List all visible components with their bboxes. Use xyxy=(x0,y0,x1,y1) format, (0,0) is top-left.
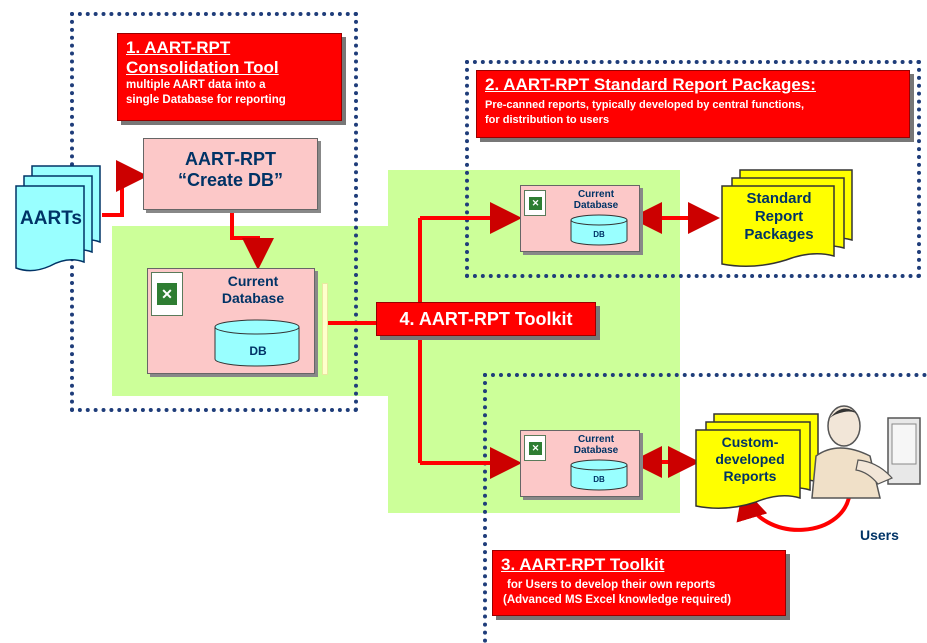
connector-layer xyxy=(102,160,852,532)
custom-reports-docs: Custom- developed Reports xyxy=(694,412,824,512)
current-db-top-label-2: Database xyxy=(573,200,619,211)
current-db-top-label-1: Current xyxy=(577,189,615,200)
excel-icon: ✕ xyxy=(524,190,546,216)
current-db-bottom-label-1: Current xyxy=(577,434,615,445)
standard-packages-label-3: Packages xyxy=(744,226,814,243)
standard-packages-label-2: Report xyxy=(754,208,804,225)
users-toolkit-title: 3. AART-RPT Toolkit xyxy=(501,555,665,574)
arrow-users-to-reports xyxy=(736,487,852,532)
db-cylinder-icon xyxy=(570,459,628,491)
users-label: Users xyxy=(860,527,899,543)
create-db-line1: AART-RPT xyxy=(185,149,276,169)
current-db-label-1: Current xyxy=(227,273,279,289)
standard-packages-desc2: for distribution to users xyxy=(485,114,610,126)
toolkit-users-boundary xyxy=(483,373,927,643)
create-db-line2: “Create DB” xyxy=(177,170,284,190)
consolidation-tool-box: 1. AART-RPT Consolidation Tool multiple … xyxy=(117,33,342,121)
arrow-createdb-to-current-db xyxy=(230,210,274,270)
standard-packages-label-1: Standard xyxy=(746,190,812,207)
consolidation-title-line2: Consolidation Tool xyxy=(126,58,279,77)
current-database-bottom: ✕ Current Database DB xyxy=(520,430,640,497)
custom-reports-label-2: developed xyxy=(715,451,785,467)
users-toolkit-box: 3. AART-RPT Toolkit for Users to develop… xyxy=(492,550,786,616)
light-bar xyxy=(322,283,328,375)
standard-packages-desc1: Pre-canned reports, typically developed … xyxy=(485,99,805,111)
db-label: DB xyxy=(249,344,267,358)
user-at-computer-illustration xyxy=(811,405,921,499)
consolidation-title-line1: 1. AART-RPT xyxy=(126,38,231,57)
db-top-label: DB xyxy=(593,230,605,239)
aarts-document-stack: AARTs xyxy=(14,164,110,274)
custom-reports-label-1: Custom- xyxy=(721,434,779,450)
excel-icon: ✕ xyxy=(524,435,546,461)
toolkit-4-title: 4. AART-RPT Toolkit xyxy=(399,309,573,329)
aarts-label: AARTs xyxy=(20,208,82,229)
standard-packages-docs: Standard Report Packages xyxy=(720,168,860,268)
current-db-label-2: Database xyxy=(221,290,285,306)
users-toolkit-desc1: for Users to develop their own reports xyxy=(507,579,716,591)
consolidation-desc-line2: single Database for reporting xyxy=(126,94,286,106)
toolkit-box-4: 4. AART-RPT Toolkit xyxy=(376,302,596,336)
arrow-aarts-to-createdb xyxy=(102,160,148,217)
standard-packages-box: 2. AART-RPT Standard Report Packages: Pr… xyxy=(476,70,910,138)
current-database-top: ✕ Current Database DB xyxy=(520,185,640,252)
db-bottom-label: DB xyxy=(593,475,605,484)
db-cylinder-icon xyxy=(214,319,300,367)
current-database-main: ✕ Current Database DB xyxy=(147,268,315,374)
custom-reports-label-3: Reports xyxy=(723,468,777,484)
current-db-bottom-label-2: Database xyxy=(573,445,619,456)
consolidation-desc-line1: multiple AART data into a xyxy=(126,79,266,91)
excel-icon: ✕ xyxy=(151,272,183,316)
db-cylinder-icon xyxy=(570,214,628,246)
create-db-box: AART-RPT “Create DB” xyxy=(143,138,318,210)
standard-packages-title: 2. AART-RPT Standard Report Packages: xyxy=(485,75,816,94)
users-toolkit-desc2: (Advanced MS Excel knowledge required) xyxy=(503,594,732,606)
standard-packages-boundary xyxy=(465,60,921,278)
